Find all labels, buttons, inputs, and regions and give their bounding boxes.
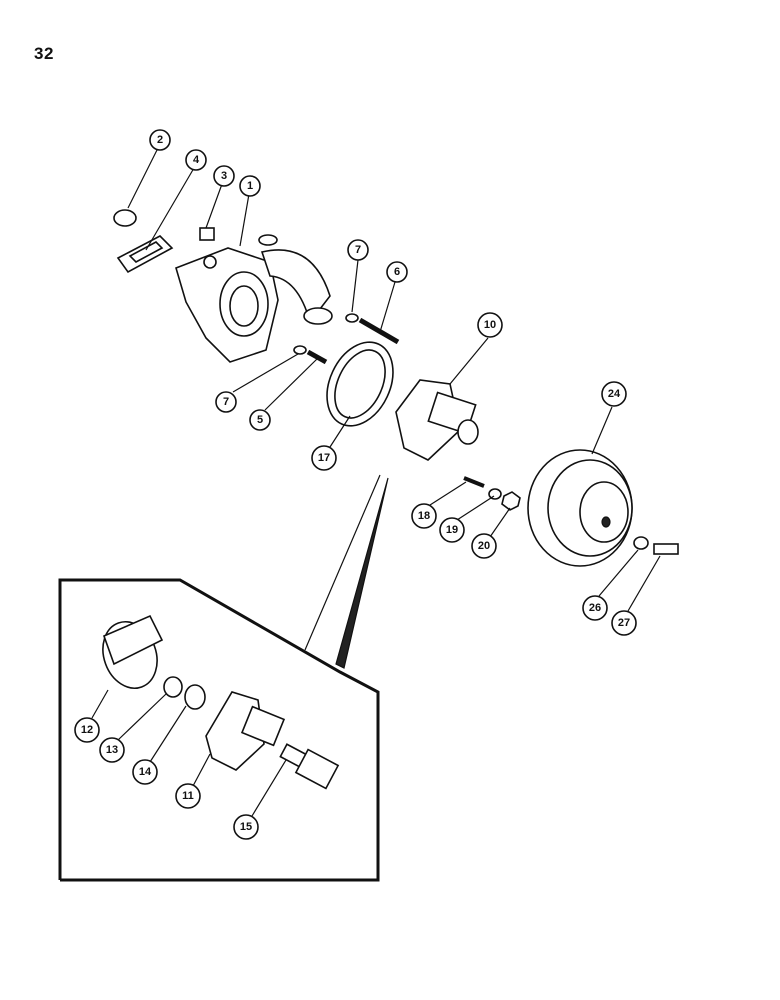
svg-text:27: 27 xyxy=(618,617,630,629)
seal-seat-part xyxy=(184,684,206,710)
svg-text:20: 20 xyxy=(478,540,490,552)
svg-text:12: 12 xyxy=(81,724,93,736)
callout-10: 10 xyxy=(477,312,503,338)
svg-text:7: 7 xyxy=(223,396,229,408)
small-gasket-part xyxy=(116,235,174,274)
svg-text:7: 7 xyxy=(355,244,361,256)
svg-text:14: 14 xyxy=(139,766,152,778)
svg-text:18: 18 xyxy=(418,510,430,522)
callout-12: 12 xyxy=(74,717,100,743)
svg-text:3: 3 xyxy=(221,170,227,182)
callout-1: 1 xyxy=(239,175,261,197)
pipe-plug-part xyxy=(199,227,215,241)
inset-pump-body-part xyxy=(205,691,286,771)
callout-26: 26 xyxy=(582,595,608,621)
short-bolt-part xyxy=(306,349,328,365)
callout-3: 3 xyxy=(213,165,235,187)
inset-pointer-wedge xyxy=(335,477,389,669)
svg-text:19: 19 xyxy=(446,524,458,536)
svg-text:10: 10 xyxy=(484,319,496,331)
housing-gasket-part xyxy=(326,341,394,427)
callout-5: 5 xyxy=(249,409,271,431)
svg-text:5: 5 xyxy=(257,414,263,426)
nut-part xyxy=(501,491,521,511)
svg-text:13: 13 xyxy=(106,744,118,756)
svg-text:24: 24 xyxy=(608,388,621,400)
callout-20: 20 xyxy=(471,533,497,559)
svg-text:4: 4 xyxy=(193,154,200,166)
inset-pointer-line xyxy=(304,474,381,651)
inset-frame xyxy=(58,578,380,882)
callout-4: 4 xyxy=(185,149,207,171)
callout-2: 2 xyxy=(149,129,171,151)
svg-text:6: 6 xyxy=(394,266,400,278)
plug-part xyxy=(113,209,137,227)
stud-part xyxy=(463,476,485,488)
callout-18: 18 xyxy=(411,503,437,529)
callout-19: 19 xyxy=(439,517,465,543)
callout-13: 13 xyxy=(99,737,125,763)
pump-housing-part xyxy=(175,234,333,363)
pulley-washer-part xyxy=(633,536,649,550)
callout-27: 27 xyxy=(611,610,637,636)
callout-11: 11 xyxy=(175,783,201,809)
pump-body-part xyxy=(395,379,479,461)
callout-7-upper: 7 xyxy=(347,239,369,261)
svg-text:2: 2 xyxy=(157,134,163,146)
svg-text:17: 17 xyxy=(318,452,330,464)
washer-part-a xyxy=(345,313,359,323)
callout-14: 14 xyxy=(132,759,158,785)
svg-text:26: 26 xyxy=(589,602,601,614)
page-number: 32 xyxy=(34,44,54,63)
long-bolt-part xyxy=(358,317,400,345)
svg-text:15: 15 xyxy=(240,821,252,833)
callout-17: 17 xyxy=(311,445,337,471)
seal-part xyxy=(163,676,183,698)
impeller-part xyxy=(102,614,164,689)
callout-7-lower: 7 xyxy=(215,391,237,413)
washer-part-b xyxy=(293,345,307,355)
callout-15: 15 xyxy=(233,814,259,840)
lock-washer-part xyxy=(488,488,502,500)
callout-24: 24 xyxy=(601,381,627,407)
shaft-bearing-part xyxy=(279,743,340,790)
callout-6: 6 xyxy=(386,261,408,283)
svg-text:1: 1 xyxy=(247,180,253,192)
pulley-bolt-part xyxy=(653,543,679,555)
svg-text:11: 11 xyxy=(182,790,194,802)
pulley-part xyxy=(527,449,633,567)
